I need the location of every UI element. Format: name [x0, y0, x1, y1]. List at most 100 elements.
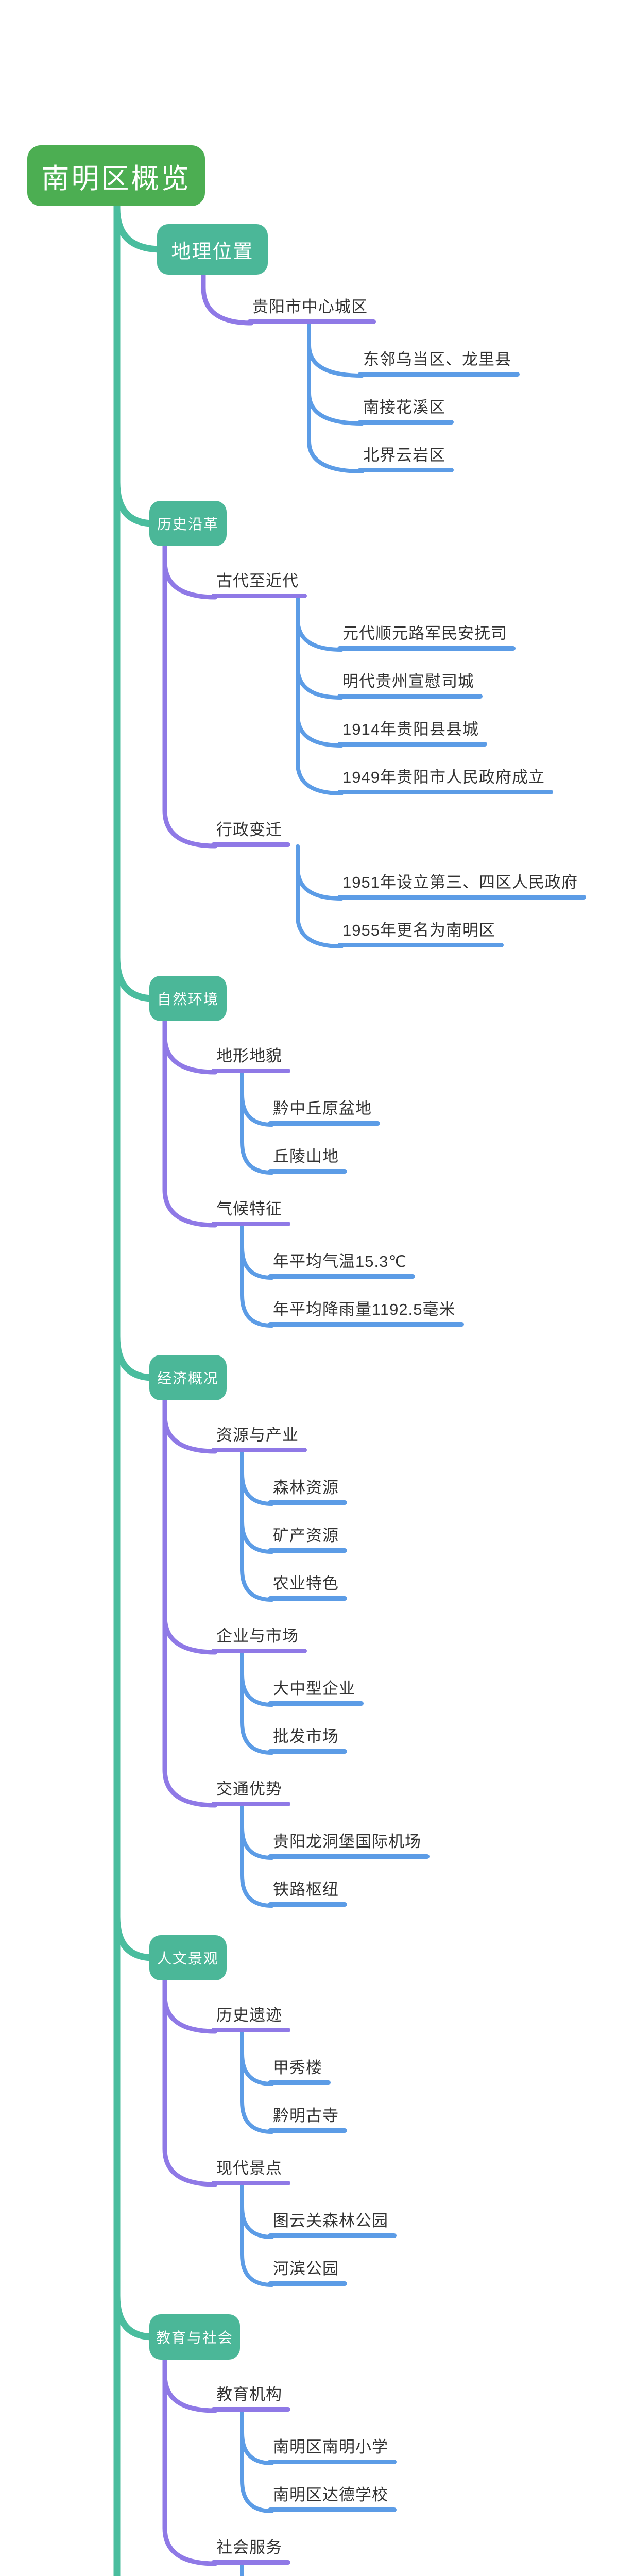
detail-node[interactable]: 农业特色 [268, 1571, 347, 1601]
detail-node[interactable]: 1955年更名为南明区 [337, 918, 504, 947]
topic-node[interactable]: 企业与市场 [211, 1624, 307, 1653]
detail-node[interactable]: 批发市场 [268, 1724, 347, 1754]
detail-node-underline [268, 2507, 397, 2512]
topic-node[interactable]: 现代景点 [211, 2156, 290, 2185]
section-node-2[interactable]: 自然环境 [149, 976, 227, 1021]
link-root-to-section-2 [113, 200, 157, 1002]
topic-node[interactable]: 历史遗迹 [211, 2003, 290, 2032]
topic-node-underline [247, 319, 376, 324]
detail-node-underline [337, 943, 504, 947]
detail-node-underline [268, 1902, 347, 1907]
detail-node-underline [268, 1322, 464, 1327]
detail-node-label: 批发市场 [273, 1727, 339, 1745]
topic-node-underline [211, 2407, 290, 2412]
detail-node[interactable]: 南明区达德学校 [268, 2483, 397, 2512]
detail-node[interactable]: 大中型企业 [268, 1676, 364, 1706]
detail-node[interactable]: 图云关森林公园 [268, 2209, 397, 2238]
link-section-5-topic-1 [162, 2354, 218, 2566]
link-section-2-topic-1 [162, 1015, 218, 1228]
detail-node-underline [337, 790, 553, 794]
detail-node-label: 南明区南明小学 [273, 2438, 388, 2456]
section-node-3[interactable]: 经济概况 [149, 1355, 227, 1400]
detail-node-label: 南接花溪区 [363, 398, 445, 416]
topic-node-label: 古代至近代 [216, 572, 299, 590]
topic-node-label: 现代景点 [216, 2159, 282, 2177]
detail-node[interactable]: 元代顺元路军民安抚司 [337, 621, 516, 651]
detail-node[interactable]: 森林资源 [268, 1476, 347, 1505]
detail-node[interactable]: 矿产资源 [268, 1523, 347, 1553]
detail-node[interactable]: 铁路枢纽 [268, 1877, 347, 1907]
detail-node[interactable]: 1951年设立第三、四区人民政府 [337, 870, 586, 900]
section-node-0[interactable]: 地理位置 [157, 224, 268, 275]
topic-node-label: 企业与市场 [216, 1627, 299, 1645]
detail-node-underline [337, 646, 516, 651]
detail-node-label: 矿产资源 [273, 1527, 339, 1545]
topic-node[interactable]: 社会服务 [211, 2535, 290, 2565]
topic-node[interactable]: 地形地貌 [211, 1044, 290, 1073]
link-topic-1-0-item-2 [296, 596, 344, 748]
detail-node[interactable]: 年平均降雨量1192.5毫米 [268, 1297, 464, 1327]
topic-node[interactable]: 教育机构 [211, 2382, 290, 2412]
detail-node-underline [268, 2233, 397, 2238]
root-node[interactable]: 南明区概览 [27, 145, 205, 206]
link-section-1-topic-1 [162, 540, 218, 849]
topic-node-label: 历史遗迹 [216, 2006, 282, 2024]
detail-node[interactable]: 河滨公园 [268, 2257, 347, 2286]
link-root-to-section-6 [113, 200, 121, 2576]
link-section-3-topic-0 [162, 1395, 218, 1454]
detail-node[interactable]: 南接花溪区 [358, 395, 454, 425]
detail-node-label: 农业特色 [273, 1574, 339, 1592]
topic-node[interactable]: 贵阳市中心城区 [247, 295, 376, 324]
section-node-1[interactable]: 历史沿革 [149, 501, 227, 546]
topic-node-label: 资源与产业 [216, 1426, 299, 1444]
detail-node-label: 北界云岩区 [363, 446, 445, 464]
link-section-2-topic-0 [162, 1015, 218, 1075]
detail-node-underline [268, 1274, 416, 1279]
detail-node-underline [268, 1854, 430, 1859]
detail-node-underline [358, 372, 520, 377]
topic-node-underline [211, 2560, 290, 2565]
detail-node[interactable]: 东邻乌当区、龙里县 [358, 347, 520, 377]
topic-node[interactable]: 交通优势 [211, 1777, 290, 1806]
topic-node[interactable]: 资源与产业 [211, 1423, 307, 1452]
topic-node[interactable]: 行政变迁 [211, 818, 290, 847]
detail-node[interactable]: 黔中丘原盆地 [268, 1096, 380, 1126]
detail-node-underline [337, 895, 586, 900]
link-root-to-section-3 [113, 200, 157, 1381]
detail-node[interactable]: 1949年贵阳市人民政府成立 [337, 765, 553, 794]
detail-node-label: 黔明古寺 [273, 2107, 339, 2125]
topic-node[interactable]: 气候特征 [211, 1197, 290, 1226]
detail-node-underline [337, 694, 483, 699]
detail-node[interactable]: 丘陵山地 [268, 1144, 347, 1174]
detail-node-underline [268, 1548, 347, 1553]
detail-node[interactable]: 南明区南明小学 [268, 2435, 397, 2464]
detail-node[interactable]: 黔明古寺 [268, 2104, 347, 2133]
topic-node-underline [211, 2181, 290, 2185]
detail-node[interactable]: 贵阳龙洞堡国际机场 [268, 1829, 430, 1859]
detail-node-underline [268, 2460, 397, 2464]
detail-node-underline [268, 1121, 380, 1126]
link-section-0-topic-0 [201, 269, 254, 326]
section-node-5[interactable]: 教育与社会 [149, 2314, 240, 2360]
link-section-4-topic-0 [162, 1975, 218, 2034]
detail-node-label: 丘陵山地 [273, 1147, 339, 1165]
detail-node-label: 明代贵州宣慰司城 [342, 672, 474, 690]
section-node-4[interactable]: 人文景观 [149, 1935, 227, 1980]
detail-node-label: 贵阳龙洞堡国际机场 [273, 1833, 421, 1851]
topic-node-underline [211, 2028, 290, 2032]
detail-node-label: 1955年更名为南明区 [342, 921, 495, 939]
detail-node-label: 森林资源 [273, 1479, 339, 1497]
detail-node[interactable]: 1914年贵阳县县城 [337, 717, 487, 747]
detail-node-label: 河滨公园 [273, 2260, 339, 2278]
detail-node[interactable]: 甲秀楼 [268, 2056, 331, 2085]
topic-node-underline [211, 1649, 307, 1653]
topic-node-label: 行政变迁 [216, 821, 282, 839]
topic-node-underline [211, 594, 307, 598]
detail-node[interactable]: 年平均气温15.3℃ [268, 1249, 416, 1279]
detail-node[interactable]: 明代贵州宣慰司城 [337, 669, 483, 699]
link-topic-5-0-item-1 [240, 2409, 274, 2513]
link-section-5-topic-0 [162, 2354, 218, 2413]
topic-node[interactable]: 古代至近代 [211, 569, 307, 598]
detail-node-underline [268, 1596, 347, 1601]
detail-node[interactable]: 北界云岩区 [358, 443, 454, 472]
